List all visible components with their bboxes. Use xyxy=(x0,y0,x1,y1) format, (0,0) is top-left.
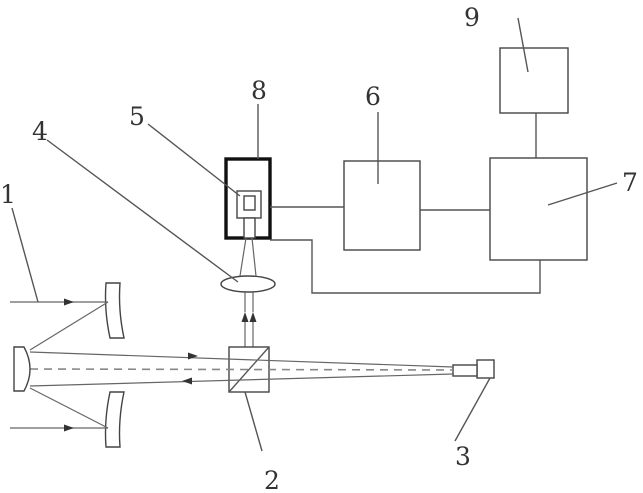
arrow-incoming-bottom xyxy=(64,425,74,432)
component-5-mount xyxy=(244,218,255,238)
leader-1 xyxy=(12,208,38,302)
leader-2 xyxy=(245,392,262,451)
component-5-sensor xyxy=(244,196,255,210)
source-3-nozzle xyxy=(453,365,477,376)
label-4: 4 xyxy=(32,117,48,146)
reflect-top-a xyxy=(30,302,108,350)
arrow-incoming-top xyxy=(64,299,74,306)
label-7: 7 xyxy=(622,168,638,197)
optical-axis xyxy=(30,369,453,370)
component-9 xyxy=(500,48,568,158)
arrow-up-left xyxy=(242,312,249,322)
label-8: 8 xyxy=(251,76,267,105)
beam-left xyxy=(240,238,246,276)
label-9: 9 xyxy=(464,3,480,32)
primary-mirror xyxy=(14,347,30,391)
vertical-rays xyxy=(242,292,257,347)
component-9-box xyxy=(500,48,568,113)
component-1-telescope xyxy=(10,283,124,447)
label-1: 1 xyxy=(0,180,16,209)
arrow-axis-bottom xyxy=(182,378,192,385)
source-3-body xyxy=(477,360,494,378)
label-2: 2 xyxy=(264,466,280,493)
upper-mirror xyxy=(106,283,125,338)
leader-4 xyxy=(47,140,238,282)
converging-beam xyxy=(240,238,256,276)
reflect-bottom-a xyxy=(30,388,108,428)
component-6 xyxy=(344,161,490,250)
label-5: 5 xyxy=(129,102,145,131)
arrow-up-right xyxy=(250,312,257,322)
component-7-box xyxy=(490,158,587,260)
lower-mirror xyxy=(106,392,125,447)
component-3-source xyxy=(453,360,494,378)
component-6-box xyxy=(344,161,420,250)
lens-4 xyxy=(221,276,275,292)
component-7 xyxy=(490,158,587,260)
label-3: 3 xyxy=(455,442,471,471)
beam-right xyxy=(252,238,256,276)
label-6: 6 xyxy=(365,82,381,111)
leader-3 xyxy=(455,378,490,441)
component-2-beam-splitter xyxy=(229,347,269,392)
component-4-lens xyxy=(221,276,275,292)
